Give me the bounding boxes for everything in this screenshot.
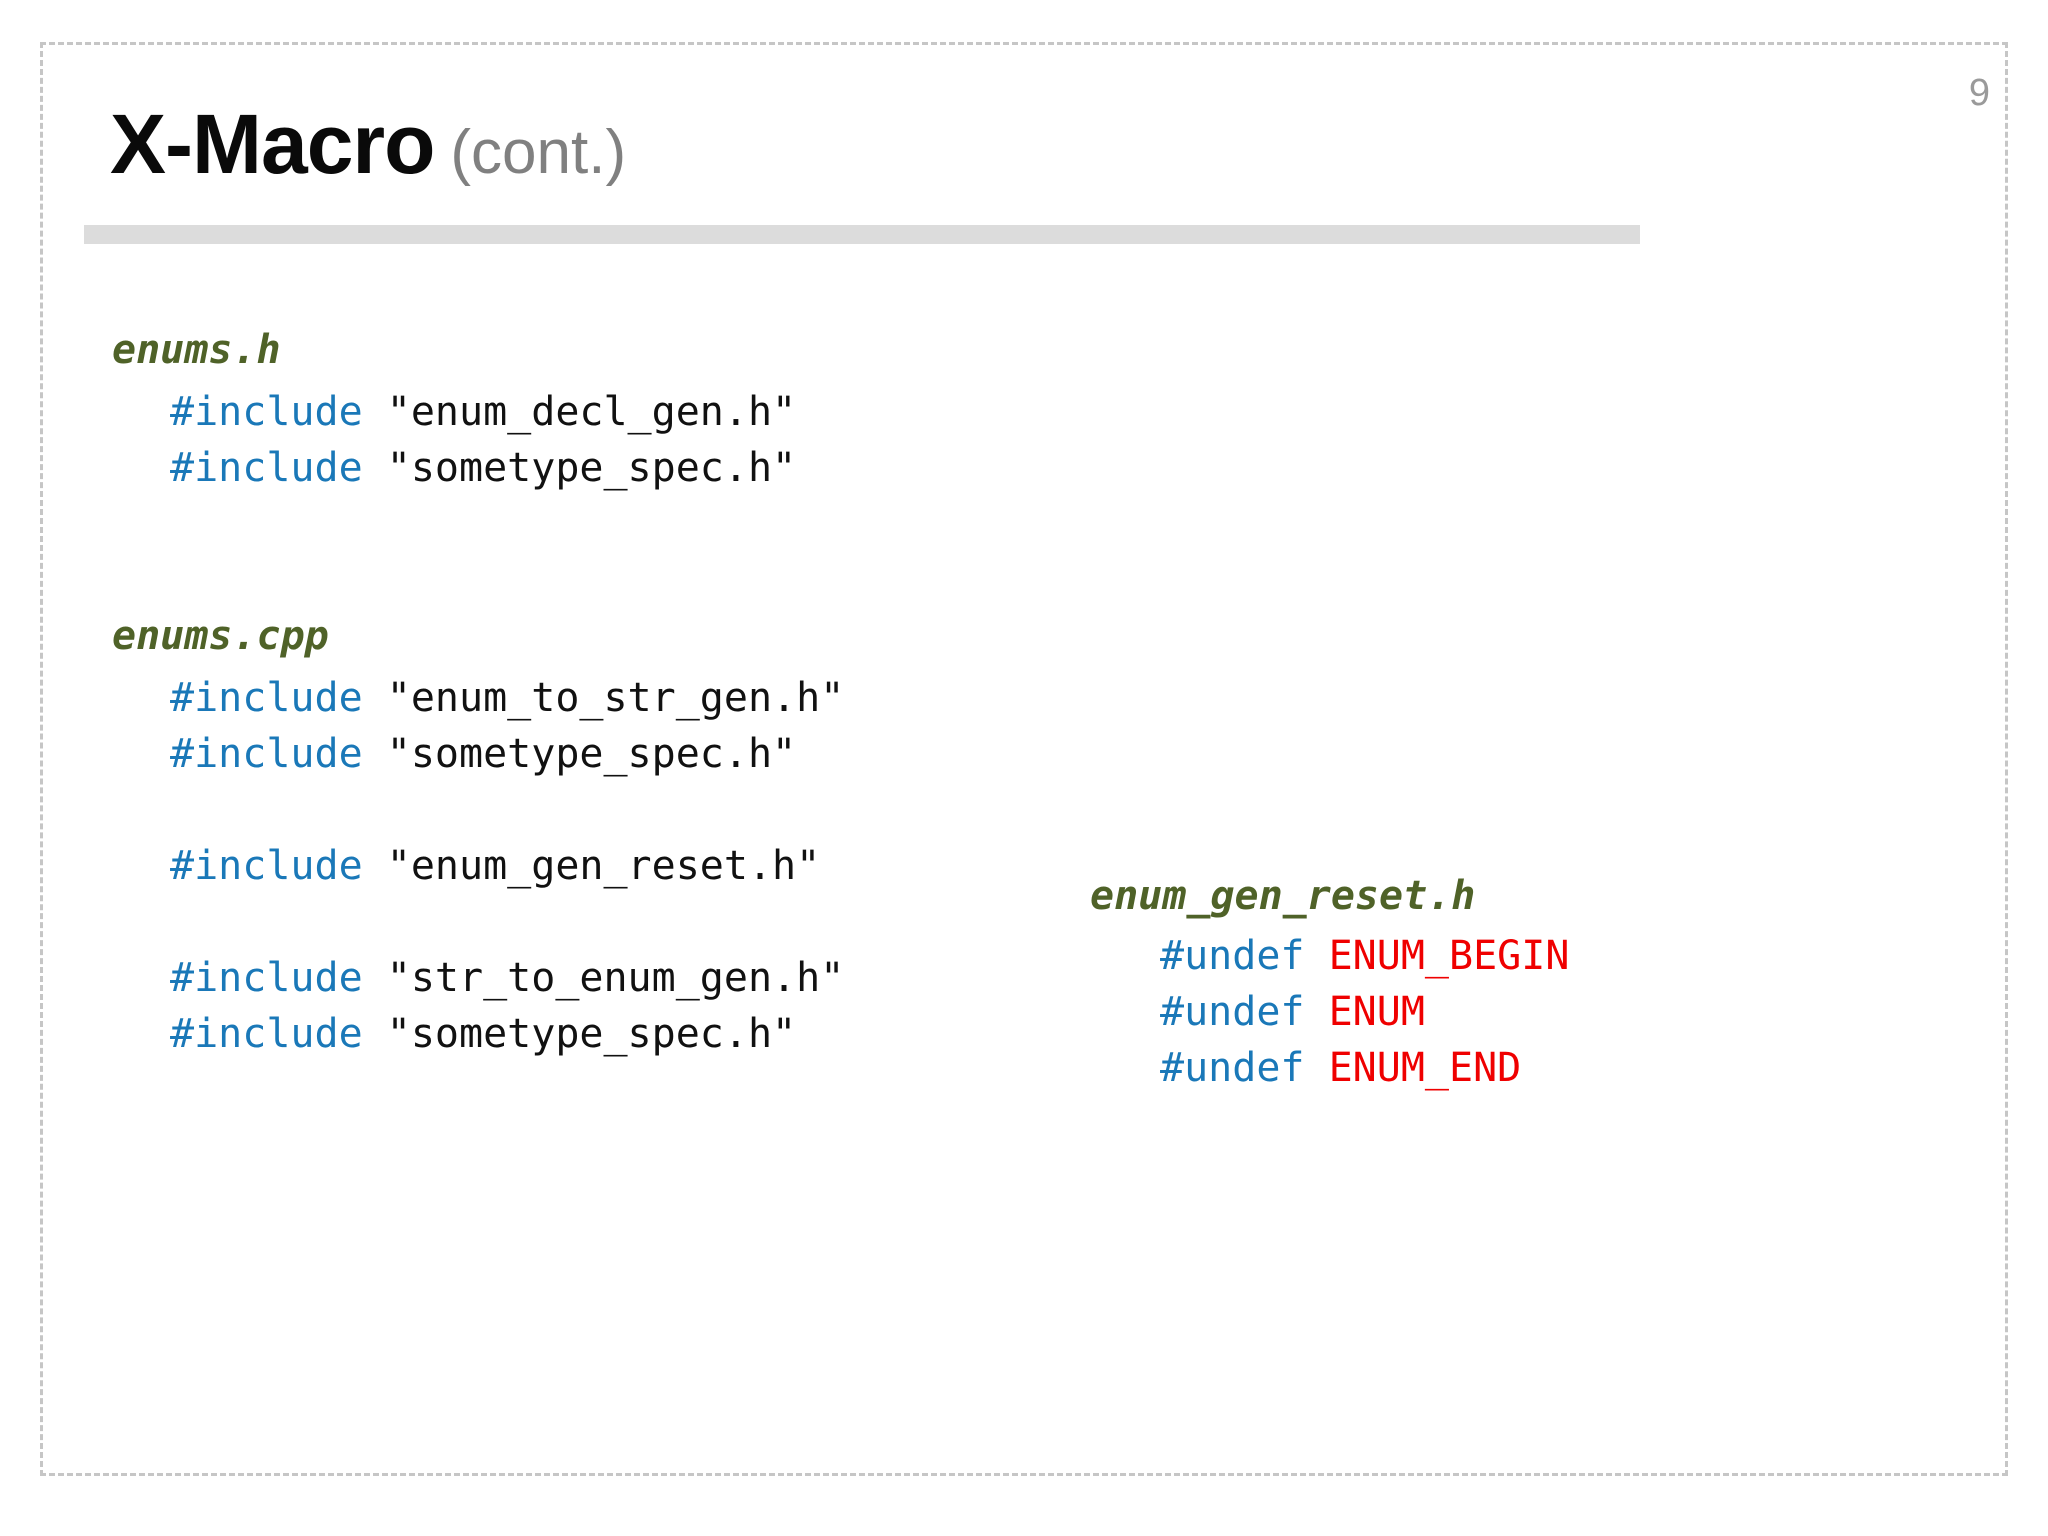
macro-name: ENUM_BEGIN — [1304, 933, 1570, 979]
include-path: "sometype_spec.h" — [362, 445, 797, 491]
preprocessor-keyword: #include — [170, 675, 363, 721]
section-spacer — [112, 496, 844, 616]
left-code-column: enums.h #include "enum_decl_gen.h" #incl… — [112, 330, 844, 1062]
page-title: X-Macro — [110, 97, 435, 191]
slide-title: X-Macro(cont.) — [110, 96, 626, 193]
preprocessor-keyword: #include — [170, 445, 363, 491]
include-path: "sometype_spec.h" — [362, 731, 797, 777]
page-title-suffix: (cont.) — [450, 118, 627, 187]
code-line: #undef ENUM — [1160, 984, 1569, 1040]
preprocessor-keyword: #include — [170, 955, 363, 1001]
code-line: #undef ENUM_BEGIN — [1160, 928, 1569, 984]
file-heading-enums-cpp: enums.cpp — [112, 613, 329, 659]
code-line: #include "sometype_spec.h" — [170, 726, 844, 782]
code-line: #undef ENUM_END — [1160, 1040, 1569, 1096]
code-blank-line — [170, 782, 844, 838]
code-block-enums-h: #include "enum_decl_gen.h" #include "som… — [170, 384, 844, 496]
preprocessor-keyword: #undef — [1160, 1045, 1305, 1091]
code-line: #include "enum_to_str_gen.h" — [170, 670, 844, 726]
include-path: "sometype_spec.h" — [362, 1011, 797, 1057]
macro-name: ENUM — [1304, 989, 1425, 1035]
title-underline-rule — [84, 225, 1640, 244]
code-line: #include "sometype_spec.h" — [170, 1006, 844, 1062]
page-number: 9 — [1968, 72, 1990, 114]
include-path: "str_to_enum_gen.h" — [362, 955, 845, 1001]
preprocessor-keyword: #include — [170, 389, 363, 435]
preprocessor-keyword: #include — [170, 1011, 363, 1057]
right-code-column: enum_gen_reset.h #undef ENUM_BEGIN #unde… — [1090, 876, 1569, 1096]
code-block-enums-cpp: #include "enum_to_str_gen.h" #include "s… — [170, 670, 844, 1062]
preprocessor-keyword: #undef — [1160, 933, 1305, 979]
code-line: #include "sometype_spec.h" — [170, 440, 844, 496]
code-line: #include "str_to_enum_gen.h" — [170, 950, 844, 1006]
code-blank-line — [170, 894, 844, 950]
preprocessor-keyword: #undef — [1160, 989, 1305, 1035]
code-block-enum-gen-reset: #undef ENUM_BEGIN #undef ENUM #undef ENU… — [1160, 928, 1569, 1096]
preprocessor-keyword: #include — [170, 731, 363, 777]
preprocessor-keyword: #include — [170, 843, 363, 889]
macro-name: ENUM_END — [1304, 1045, 1522, 1091]
code-line: #include "enum_decl_gen.h" — [170, 384, 844, 440]
include-path: "enum_gen_reset.h" — [362, 843, 821, 889]
file-heading-enums-h: enums.h — [112, 327, 281, 373]
code-line: #include "enum_gen_reset.h" — [170, 838, 844, 894]
include-path: "enum_decl_gen.h" — [362, 389, 797, 435]
file-heading-enum-gen-reset-h: enum_gen_reset.h — [1090, 873, 1476, 919]
include-path: "enum_to_str_gen.h" — [362, 675, 845, 721]
